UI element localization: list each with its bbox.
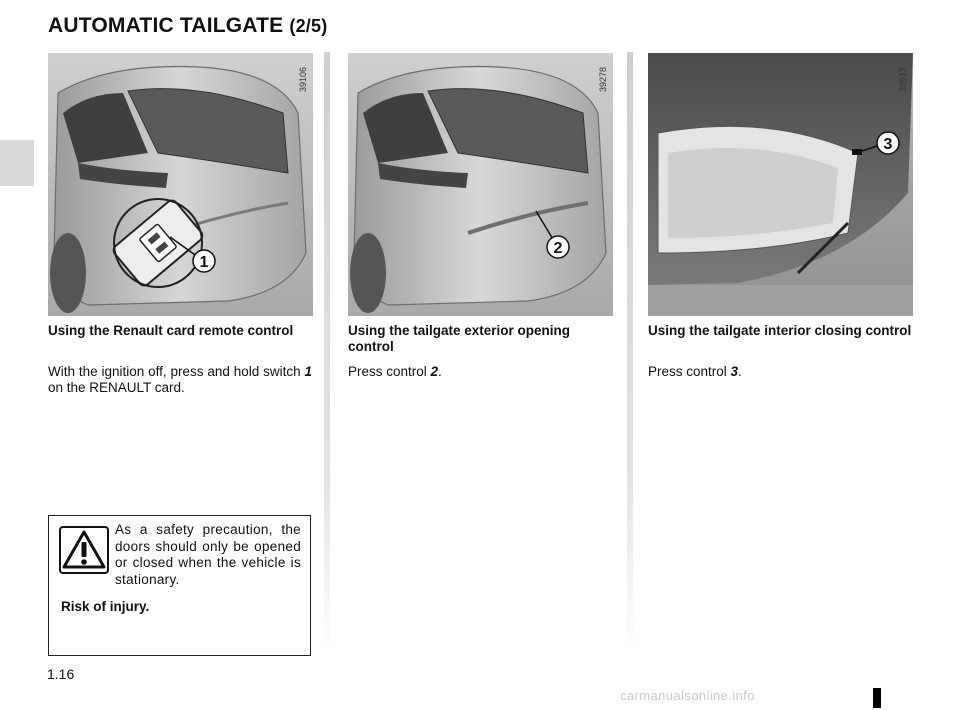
image-ref-code: 39278 xyxy=(598,66,608,92)
callout-1: 1 xyxy=(200,254,209,271)
section-heading-remote: Using the Renault card remote control xyxy=(48,323,294,338)
control-number: 1 xyxy=(304,364,312,379)
warning-risk: Risk of injury. xyxy=(61,599,150,614)
page-title: AUTOMATIC TAILGATE (2/5) xyxy=(48,14,327,38)
section-body-exterior: Press control 2. xyxy=(348,364,442,379)
page-title-main: AUTOMATIC TAILGATE xyxy=(48,14,284,37)
page-title-part: (2/5) xyxy=(289,16,328,36)
safety-warning-box: As a safety precaution, the doors should… xyxy=(48,515,311,656)
callout-3: 3 xyxy=(884,136,893,153)
section-heading-exterior: Using the tailgate exterior opening cont… xyxy=(348,323,571,354)
section-tab xyxy=(0,140,34,186)
warning-triangle-icon xyxy=(59,526,109,574)
control-number: 2 xyxy=(430,364,439,379)
control-number: 3 xyxy=(730,364,739,379)
column-divider xyxy=(324,52,330,652)
callout-2: 2 xyxy=(554,240,563,257)
page-number: 1.16 xyxy=(47,666,75,682)
warning-text: As a safety precaution, the doors should… xyxy=(115,522,301,587)
section-body-interior: Press control 3. xyxy=(648,364,742,379)
section-heading-interior: Using the tailgate interior closing cont… xyxy=(648,323,912,338)
image-ref-code: 39106 xyxy=(298,66,308,92)
image-ref-code: 39513 xyxy=(898,66,908,92)
column-divider xyxy=(627,52,633,652)
page-marker xyxy=(873,688,881,708)
remote-card-illustration: 1 xyxy=(48,53,313,316)
interior-control-illustration: 3 xyxy=(648,53,913,316)
exterior-control-illustration: 2 xyxy=(348,53,613,316)
watermark: carmanualsonline.info xyxy=(620,688,755,703)
section-body-remote: With the ignition off, press and hold sw… xyxy=(48,364,312,395)
